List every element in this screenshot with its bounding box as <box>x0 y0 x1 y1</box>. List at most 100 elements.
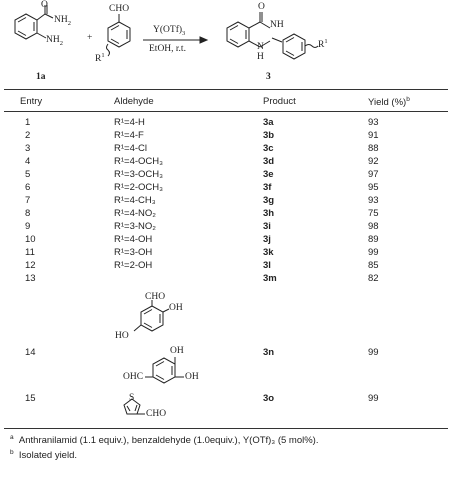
header-product: Product <box>263 96 296 107</box>
cell-product: 3i <box>263 221 271 232</box>
cell-entry: 8 <box>25 208 31 219</box>
cell-yield: 95 <box>368 182 379 193</box>
cell-product: 3o <box>263 393 275 404</box>
struct15-ring <box>123 398 141 415</box>
cell-entry: 7 <box>25 195 31 206</box>
cell-aldehyde: R¹=3-NO₂ <box>114 221 156 232</box>
scheme-product-r1: R1 <box>318 38 328 51</box>
cell-product: 3l <box>263 260 271 271</box>
table-row: 2 R¹=4-F 3b 91 <box>0 130 452 142</box>
cell-yield: 88 <box>368 143 379 154</box>
footnote-a: a Anthranilamid (1.1 equiv.), benzaldehy… <box>10 434 319 447</box>
struct13-ho: HO <box>115 331 129 341</box>
cell-aldehyde: R¹=4-OCH₃ <box>114 156 163 167</box>
cell-yield: 92 <box>368 156 379 167</box>
cell-entry: 15 <box>25 393 36 404</box>
scheme-nh2-top: NH2 <box>54 15 71 27</box>
cell-product: 3m <box>263 273 277 284</box>
product-phenyl-ring <box>282 33 306 60</box>
cell-yield: 99 <box>368 347 379 358</box>
table-row: 9 R¹=3-NO₂ 3i 98 <box>0 221 452 233</box>
cell-yield: 89 <box>368 234 379 245</box>
cell-product: 3c <box>263 143 274 154</box>
cell-entry: 6 <box>25 182 31 193</box>
table-bottom-rule <box>4 428 448 429</box>
cell-entry: 1 <box>25 117 31 128</box>
cell-yield: 98 <box>368 221 379 232</box>
cell-entry: 9 <box>25 221 31 232</box>
cell-product: 3g <box>263 195 275 206</box>
scheme-label-3: 3 <box>266 72 271 82</box>
cell-yield: 75 <box>368 208 379 219</box>
cell-product: 3f <box>263 182 272 193</box>
cell-entry: 5 <box>25 169 31 180</box>
cell-yield: 93 <box>368 195 379 206</box>
scheme-aldehyde-cho: CHO <box>109 4 130 14</box>
table-row: 7 R¹=4-CH₃ 3g 93 <box>0 195 452 207</box>
cell-yield: 97 <box>368 169 379 180</box>
cell-aldehyde: R¹=4-CH₃ <box>114 195 156 206</box>
struct13-cho: CHO <box>145 292 166 302</box>
scheme-product-o: O <box>258 2 265 12</box>
table-top-rule <box>4 89 448 90</box>
scheme-product-n: N <box>257 42 264 52</box>
struct14-oh-top: OH <box>170 346 184 356</box>
scheme-reagent-solvent: EtOH, r.t. <box>149 44 186 54</box>
scheme-product-nh: NH <box>270 20 284 30</box>
header-aldehyde: Aldehyde <box>114 96 154 107</box>
struct15-cho: CHO <box>146 409 167 419</box>
scheme-label-1a: 1a <box>36 72 46 82</box>
cell-entry: 3 <box>25 143 31 154</box>
scheme-aldehyde-r1: R1 <box>95 52 105 65</box>
cell-entry: 14 <box>25 347 36 358</box>
cell-product: 3h <box>263 208 275 219</box>
table-row: 6 R¹=2-OCH₃ 3f 95 <box>0 182 452 194</box>
header-entry: Entry <box>20 96 43 107</box>
cell-yield: 99 <box>368 393 379 404</box>
struct14-ohc: OHC <box>123 372 144 382</box>
struct13-oh: OH <box>169 303 183 313</box>
cell-yield: 91 <box>368 130 379 141</box>
scheme-product-h: H <box>257 52 264 62</box>
scheme-nh2-bottom: NH2 <box>46 35 63 47</box>
cell-yield: 85 <box>368 260 379 271</box>
table-header-rule <box>4 111 448 112</box>
cell-product: 3b <box>263 130 275 141</box>
struct15-s: S <box>129 393 135 403</box>
cell-aldehyde: R¹=3-OCH₃ <box>114 169 163 180</box>
table-row: 4 R¹=4-OCH₃ 3d 92 <box>0 156 452 168</box>
footnote-b: b Isolated yield. <box>10 449 77 462</box>
cell-entry: 2 <box>25 130 31 141</box>
cell-product: 3a <box>263 117 274 128</box>
cell-aldehyde: R¹=4-H <box>114 117 145 128</box>
scheme-reagent-catalyst: Y(OTf)3 <box>153 25 186 37</box>
cell-entry: 10 <box>25 234 36 245</box>
scheme-plus: + <box>87 33 93 43</box>
aldehyde-benzene-ring <box>107 21 131 48</box>
cell-entry: 13 <box>25 273 36 284</box>
cell-entry: 4 <box>25 156 31 167</box>
scheme-drawing <box>14 5 319 60</box>
header-yield: Yield (%)b <box>368 96 410 109</box>
scheme-amide-o: O <box>41 0 48 10</box>
table-row: 15 3o 99 <box>0 393 452 405</box>
reaction-scheme: O NH2 NH2 1a + CHO R1 Y(OTf)3 EtOH, r.t.… <box>0 0 452 86</box>
struct14-oh-right: OH <box>185 372 199 382</box>
cell-product: 3e <box>263 169 274 180</box>
cell-product: 3k <box>263 247 274 258</box>
cell-yield: 99 <box>368 247 379 258</box>
cell-product: 3d <box>263 156 275 167</box>
cell-aldehyde: R¹=4-OH <box>114 234 153 245</box>
cell-aldehyde: R¹=2-OCH₃ <box>114 182 163 193</box>
cell-aldehyde: R¹=4-F <box>114 130 144 141</box>
cell-product: 3n <box>263 347 275 358</box>
cell-aldehyde: R¹=3-OH <box>114 247 153 258</box>
